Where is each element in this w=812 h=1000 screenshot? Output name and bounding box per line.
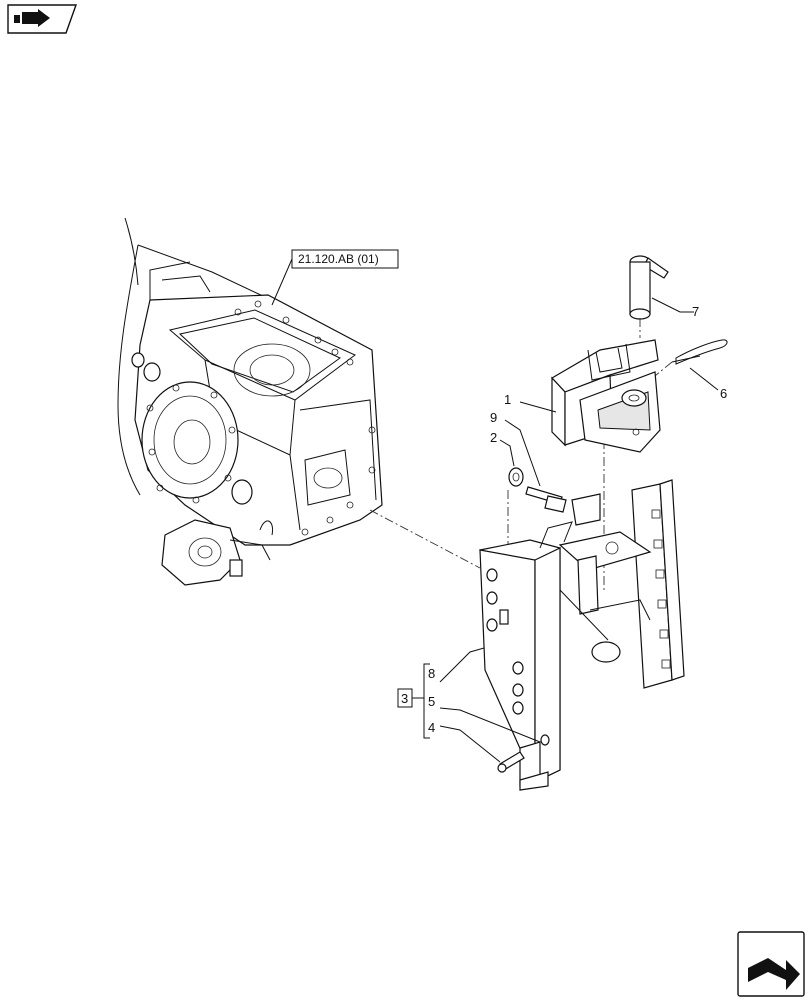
page-back-arrow-icon[interactable] xyxy=(7,4,77,34)
callout-7: 7 xyxy=(692,304,699,319)
hitch-frame-part xyxy=(479,479,685,791)
washer-part xyxy=(508,467,524,487)
callout-6: 6 xyxy=(720,386,727,401)
callout-1-leader xyxy=(519,401,557,413)
callout-9-leader xyxy=(504,419,541,487)
group-bracket xyxy=(412,663,430,739)
callout-3: 3 xyxy=(401,691,408,706)
screw-part xyxy=(497,751,525,773)
callout-8-leader xyxy=(439,647,485,683)
callout-4: 4 xyxy=(428,720,435,735)
page-forward-arrow-icon[interactable] xyxy=(737,931,805,997)
callout-5: 5 xyxy=(428,694,435,709)
mounting-centerline xyxy=(369,509,481,569)
callout-7-leader xyxy=(651,297,694,313)
reference-label: 21.120.AB (01) xyxy=(298,252,379,266)
spring-clip-part xyxy=(671,339,728,365)
callout-8: 8 xyxy=(428,666,435,681)
reference-label-box[interactable]: 21.120.AB (01) xyxy=(291,249,399,269)
bolt-part xyxy=(525,486,567,513)
callout-3-box[interactable]: 3 xyxy=(397,688,413,708)
callout-5-leader xyxy=(439,707,541,743)
transmission-housing xyxy=(117,217,383,586)
reference-leader-line xyxy=(271,258,293,306)
pin-part xyxy=(629,255,669,320)
callout-4-leader xyxy=(439,725,501,763)
callout-6-leader xyxy=(689,367,719,391)
callout-2: 2 xyxy=(490,430,497,445)
callout-1: 1 xyxy=(504,392,511,407)
callout-9: 9 xyxy=(490,410,497,425)
hitch-hook-part xyxy=(551,339,661,453)
callout-2-leader xyxy=(499,439,515,467)
